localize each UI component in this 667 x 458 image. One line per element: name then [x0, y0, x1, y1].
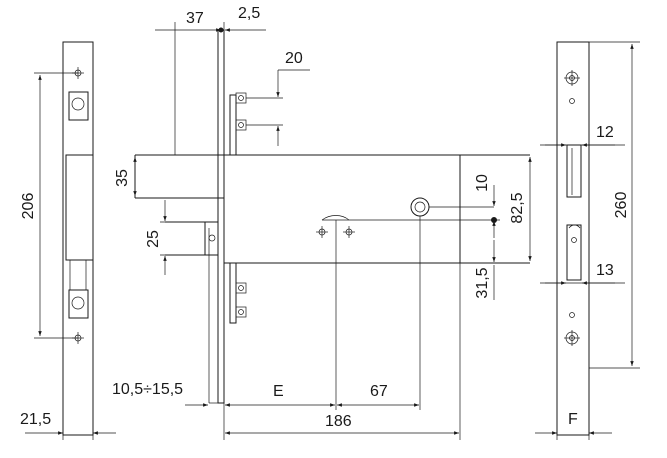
dim-186-label: 186	[325, 413, 352, 430]
dim-31-5: 31,5	[474, 240, 496, 300]
center-lines	[223, 206, 500, 440]
dim-67-label: 67	[370, 383, 388, 400]
lower-rod	[229, 262, 237, 324]
dim-37: 37	[155, 10, 225, 155]
dim-260-label: 260	[613, 192, 630, 219]
case-screws-icon	[316, 215, 355, 238]
dim-12-label: 12	[596, 124, 614, 141]
dim-20-label: 20	[285, 50, 303, 67]
lock-case	[223, 154, 461, 264]
left-upper-latch	[68, 91, 89, 121]
left-faceplate-view	[62, 41, 94, 436]
latch-bolt	[204, 221, 219, 256]
dim-67: 67	[337, 383, 419, 407]
dim-e: E	[225, 383, 335, 407]
dim-82-5-label: 82,5	[509, 192, 526, 223]
dim-35-label: 35	[114, 169, 131, 187]
dim-10-label: 10	[474, 174, 491, 192]
strike-bottom-screw-icon	[564, 330, 580, 346]
dim-13: 13	[540, 262, 625, 285]
dim-e-label: E	[273, 383, 284, 400]
dim-2-5: 2,5	[225, 5, 266, 32]
dim-206-label: 206	[20, 193, 37, 220]
dim-12: 12	[540, 124, 625, 147]
dim-25-label: 25	[145, 230, 162, 248]
dim-21-5: 21,5	[20, 411, 116, 440]
dim-206: 206	[20, 72, 78, 339]
left-lower-latch-hole	[71, 296, 85, 310]
left-upper-latch-hole	[71, 97, 85, 111]
middle-lock-view	[134, 29, 530, 404]
strike-bolt-slot	[566, 144, 582, 198]
dim-25: 25	[145, 200, 205, 275]
dim-186: 186	[225, 413, 459, 435]
strike-plate	[556, 41, 590, 436]
dim-10-5-15-5-label: 10,5÷15,5	[112, 381, 183, 398]
dim-37-label: 37	[186, 10, 204, 27]
dim-10-5-15-5: 10,5÷15,5	[112, 381, 208, 407]
dim-21-5-label: 21,5	[20, 411, 51, 428]
strike-latch-slot	[566, 224, 582, 281]
right-strike-view	[556, 41, 590, 436]
upper-rod	[229, 94, 237, 156]
dim-10: 10	[474, 174, 496, 238]
dim-13-label: 13	[596, 262, 614, 279]
dim-82-5: 82,5	[509, 157, 532, 261]
left-lower-latch	[68, 289, 89, 319]
dim-260: 260	[589, 41, 640, 369]
strike-top-screw-icon	[564, 70, 580, 86]
dim-2-5-label: 2,5	[238, 5, 260, 22]
left-bolt-window	[65, 154, 94, 261]
cylinder-hole	[410, 197, 430, 217]
dim-20: 20	[246, 50, 310, 146]
middle-faceplate	[217, 29, 225, 404]
dim-f: F	[535, 411, 612, 440]
dim-35: 35	[114, 157, 137, 196]
dim-31-5-label: 31,5	[474, 267, 491, 298]
dim-f-label: F	[568, 411, 578, 428]
